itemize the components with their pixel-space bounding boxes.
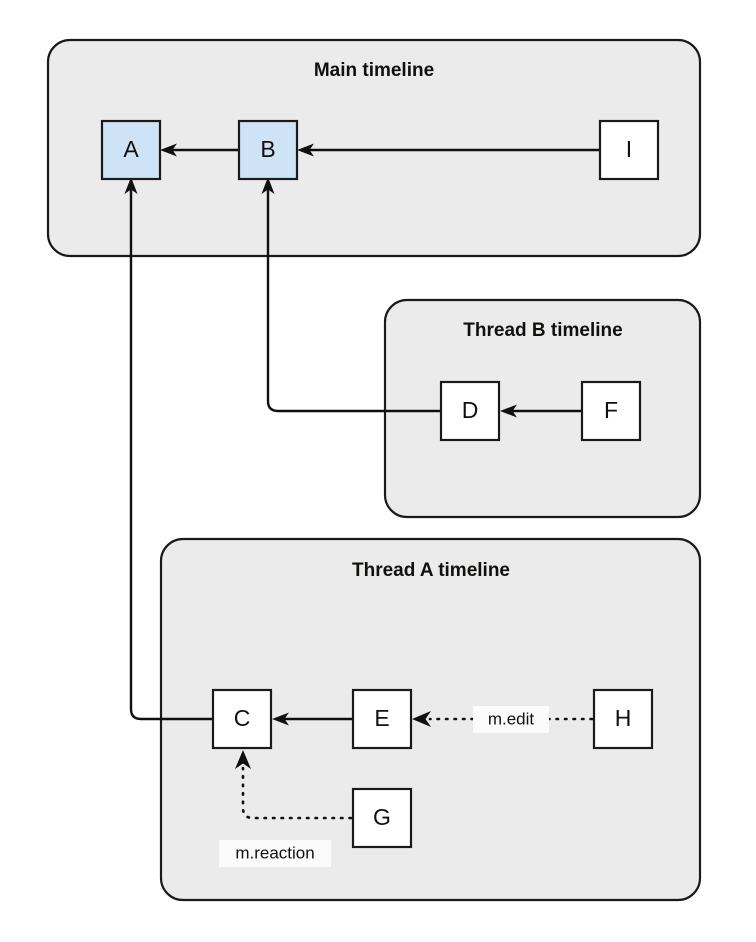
container-main-timeline-shape bbox=[46, 38, 702, 258]
container-thread-b-timeline-shape bbox=[383, 298, 702, 519]
node-f-label: F bbox=[604, 397, 618, 423]
edge-i-to-b-arrowhead bbox=[297, 143, 314, 157]
node-i-box bbox=[598, 119, 660, 181]
node-group: A B I D F C E bbox=[100, 119, 660, 849]
edge-d-to-b[interactable] bbox=[261, 177, 442, 413]
edge-h-to-e-m-edit[interactable]: m.edit bbox=[412, 706, 594, 733]
node-b[interactable]: B bbox=[237, 119, 299, 181]
edge-g-to-c-arrowhead bbox=[235, 750, 251, 769]
node-c[interactable]: C bbox=[211, 688, 273, 750]
edge-h-to-e-arrowhead bbox=[412, 711, 431, 727]
node-a[interactable]: A bbox=[100, 119, 162, 181]
node-f[interactable]: F bbox=[580, 380, 642, 442]
edge-e-to-c[interactable] bbox=[272, 712, 353, 726]
node-b-label: B bbox=[260, 136, 275, 162]
container-thread-a-timeline-title: Thread A timeline bbox=[352, 560, 510, 581]
edge-h-to-e-label: m.edit bbox=[488, 709, 535, 728]
node-e-label: E bbox=[374, 705, 389, 731]
edge-g-to-c-label-background bbox=[219, 840, 331, 867]
edge-c-to-a-line bbox=[129, 187, 213, 721]
node-a-box bbox=[100, 119, 162, 181]
edge-b-to-a[interactable] bbox=[160, 143, 239, 157]
edge-g-to-c-label: m.reaction bbox=[235, 843, 314, 862]
container-main-timeline[interactable]: Main timeline bbox=[46, 38, 702, 258]
edge-c-to-a-arrowhead bbox=[124, 177, 138, 194]
node-i-label: I bbox=[626, 136, 632, 162]
node-g-label: G bbox=[373, 804, 391, 830]
edge-d-to-b-line bbox=[266, 187, 441, 413]
node-c-box bbox=[211, 688, 273, 750]
node-f-box bbox=[580, 380, 642, 442]
edge-c-to-a[interactable] bbox=[124, 177, 214, 721]
edge-group-dotted: m.edit m.reaction bbox=[219, 706, 594, 867]
container-main-timeline-title: Main timeline bbox=[314, 60, 434, 81]
node-c-label: C bbox=[234, 705, 251, 731]
edge-f-to-d[interactable] bbox=[500, 404, 582, 418]
edge-f-to-d-arrowhead bbox=[500, 404, 517, 418]
node-h-label: H bbox=[615, 705, 632, 731]
edge-group-cross-timeline bbox=[124, 177, 442, 721]
edge-d-to-b-arrowhead bbox=[261, 177, 275, 194]
edge-e-to-c-arrowhead bbox=[272, 712, 289, 726]
node-h-box bbox=[592, 688, 654, 750]
edge-g-to-c-m-reaction[interactable]: m.reaction bbox=[219, 750, 353, 867]
edge-i-to-b[interactable] bbox=[297, 143, 600, 157]
container-thread-b-timeline[interactable]: Thread B timeline bbox=[383, 298, 702, 519]
node-h[interactable]: H bbox=[592, 688, 654, 750]
edge-h-to-e-label-background bbox=[473, 706, 549, 733]
node-e[interactable]: E bbox=[351, 688, 413, 750]
node-e-box bbox=[351, 688, 413, 750]
container-group: Main timeline Thread B timeline Thread A… bbox=[46, 38, 702, 902]
node-a-label: A bbox=[123, 136, 139, 162]
node-d-box bbox=[439, 380, 501, 442]
edge-b-to-a-arrowhead bbox=[160, 143, 177, 157]
node-b-box bbox=[237, 119, 299, 181]
node-i[interactable]: I bbox=[598, 119, 660, 181]
node-d[interactable]: D bbox=[439, 380, 501, 442]
edge-group-solid bbox=[160, 143, 600, 726]
node-d-label: D bbox=[462, 397, 479, 423]
container-thread-b-timeline-title: Thread B timeline bbox=[463, 320, 622, 341]
node-g-box bbox=[351, 787, 413, 849]
node-g[interactable]: G bbox=[351, 787, 413, 849]
